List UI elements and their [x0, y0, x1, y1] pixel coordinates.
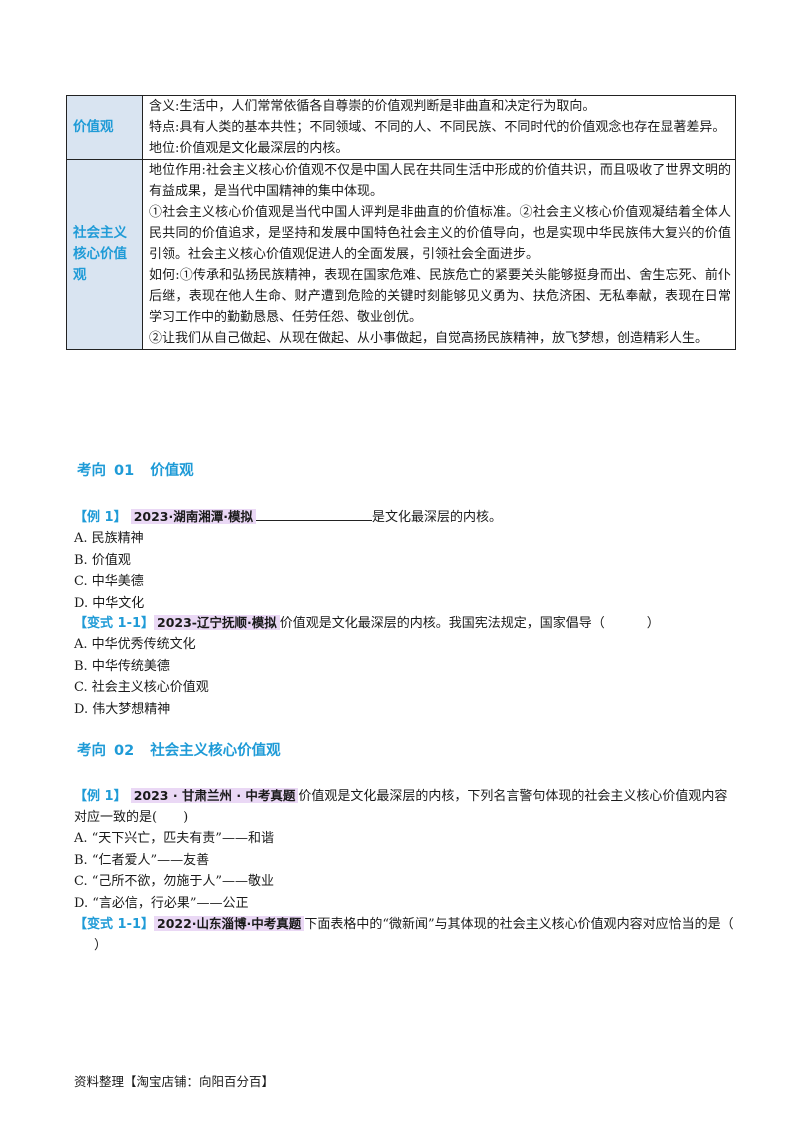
definition-line: ②让我们从自己做起、从现在做起、从小事做起，自觉高扬民族精神，放飞梦想，创造精彩… [149, 331, 709, 346]
table-row: 社会主义核心价值观 地位作用:社会主义核心价值观不仅是中国人民在共同生活中形成的… [66, 159, 736, 350]
question-source: 2023-辽宁抚顺·模拟 [154, 615, 280, 630]
heading-title: 社会主义核心价值观 [150, 743, 281, 759]
definition-cell: 地位作用:社会主义核心价值观不仅是中国人民在共同生活中形成的价值共识，而且吸收了… [142, 159, 736, 350]
option-d: D. “言必信，行必果”——公正 [74, 895, 249, 911]
definition-line: 地位:价值观是文化最深层的内核。 [149, 141, 349, 156]
question-tag: 【变式 1-1】 [74, 917, 155, 932]
concept-table: 价值观 含义:生活中，人们常常依循各自尊崇的价值观判断是非曲直和决定行为取向。 … [66, 95, 736, 350]
option-c: C. 社会主义核心价值观 [74, 680, 209, 695]
stem-text: 下面表格中的“微新闻”与其体现的社会主义核心价值观内容对应恰当的是（ [304, 917, 734, 932]
option-a: A. 民族精神 [74, 531, 144, 546]
variant-question: 【变式 1-1】2022·山东淄博·中考真题下面表格中的“微新闻”与其体现的社会… [74, 913, 734, 956]
definition-line: 含义:生活中，人们常常依循各自尊崇的价值观判断是非曲直和决定行为取向。 [149, 99, 596, 114]
stem-text: 是文化最深层的内核。 [372, 510, 503, 525]
question-source: 2023·湖南湘潭·模拟 [130, 509, 257, 524]
definition-cell: 含义:生活中，人们常常依循各自尊崇的价值观判断是非曲直和决定行为取向。 特点:具… [142, 95, 736, 160]
option-b: B. “仁者爱人”——友善 [74, 852, 210, 868]
example-question: 【例 1】 2023 · 甘肃兰州 · 中考真题价值观是文化最深层的内核，下列名… [74, 785, 734, 914]
stem-end: ) [183, 810, 189, 825]
stem-text: 价值观是文化最深层的内核。我国宪法规定，国家倡导（ [279, 616, 605, 631]
section-heading: 考向 01 价值观 [77, 459, 194, 480]
definition-line: 如何:①传承和弘扬民族精神，表现在国家危难、民族危亡的紧要关头能够挺身而出、舍生… [149, 268, 731, 325]
definition-line: ①社会主义核心价值观是当代中国人评判是非曲直的价值标准。②社会主义核心价值观凝结… [149, 205, 731, 262]
heading-label: 考向 [77, 463, 106, 479]
question-tag: 【变式 1-1】 [74, 616, 155, 631]
option-c: C. 中华美德 [74, 574, 144, 589]
section-heading: 考向 02 社会主义核心价值观 [77, 739, 281, 760]
definition-line: 地位作用:社会主义核心价值观不仅是中国人民在共同生活中形成的价值共识，而且吸收了… [149, 163, 731, 199]
question-tag: 【例 1】 [74, 789, 127, 804]
option-a: A. 中华优秀传统文化 [74, 637, 196, 652]
option-b: B. 价值观 [74, 552, 131, 568]
term-cell: 价值观 [66, 95, 143, 160]
question-stem: 【例 1】 2023·湖南湘潭·模拟 是文化最深层的内核。 [74, 506, 734, 528]
heading-number: 02 [114, 743, 135, 759]
question-source: 2022·山东淄博·中考真题 [154, 916, 305, 931]
option-b: B. 中华传统美德 [74, 658, 170, 674]
option-a: A. “天下兴亡，匹夫有责”——和谐 [74, 831, 274, 846]
variant-question: 【变式 1-1】2023-辽宁抚顺·模拟价值观是文化最深层的内核。我国宪法规定，… [74, 612, 734, 720]
example-question: 【例 1】 2023·湖南湘潭·模拟 是文化最深层的内核。 A. 民族精神 B. … [74, 506, 734, 614]
question-tag: 【例 1】 [74, 510, 127, 525]
question-stem: 【变式 1-1】2022·山东淄博·中考真题下面表格中的“微新闻”与其体现的社会… [74, 913, 734, 956]
stem-end: ） [94, 938, 108, 953]
heading-number: 01 [114, 463, 135, 479]
definition-line: 特点:具有人类的基本共性；不同领域、不同的人、不同民族、不同时代的价值观念也存在… [149, 120, 726, 135]
question-stem: 【例 1】 2023 · 甘肃兰州 · 中考真题价值观是文化最深层的内核，下列名… [74, 785, 734, 828]
page-footer: 资料整理【淘宝店铺：向阳百分百】 [74, 1074, 275, 1089]
answer-blank[interactable] [256, 506, 373, 521]
table-row: 价值观 含义:生活中，人们常常依循各自尊崇的价值观判断是非曲直和决定行为取向。 … [66, 95, 736, 160]
option-d: D. 中华文化 [74, 595, 145, 611]
heading-label: 考向 [77, 743, 106, 759]
stem-text: 价值观是文化最深层的内核，下列名言警句体现的社会主义核心价值观内容对应一致的是( [74, 789, 728, 825]
question-source: 2023 · 甘肃兰州 · 中考真题 [130, 788, 299, 803]
option-c: C. “己所不欲，勿施于人”——敬业 [74, 874, 275, 889]
option-d: D. 伟大梦想精神 [74, 701, 171, 717]
question-stem: 【变式 1-1】2023-辽宁抚顺·模拟价值观是文化最深层的内核。我国宪法规定，… [74, 612, 734, 634]
heading-title: 价值观 [150, 463, 194, 479]
term-cell: 社会主义核心价值观 [66, 159, 143, 350]
stem-end: ） [646, 616, 660, 631]
